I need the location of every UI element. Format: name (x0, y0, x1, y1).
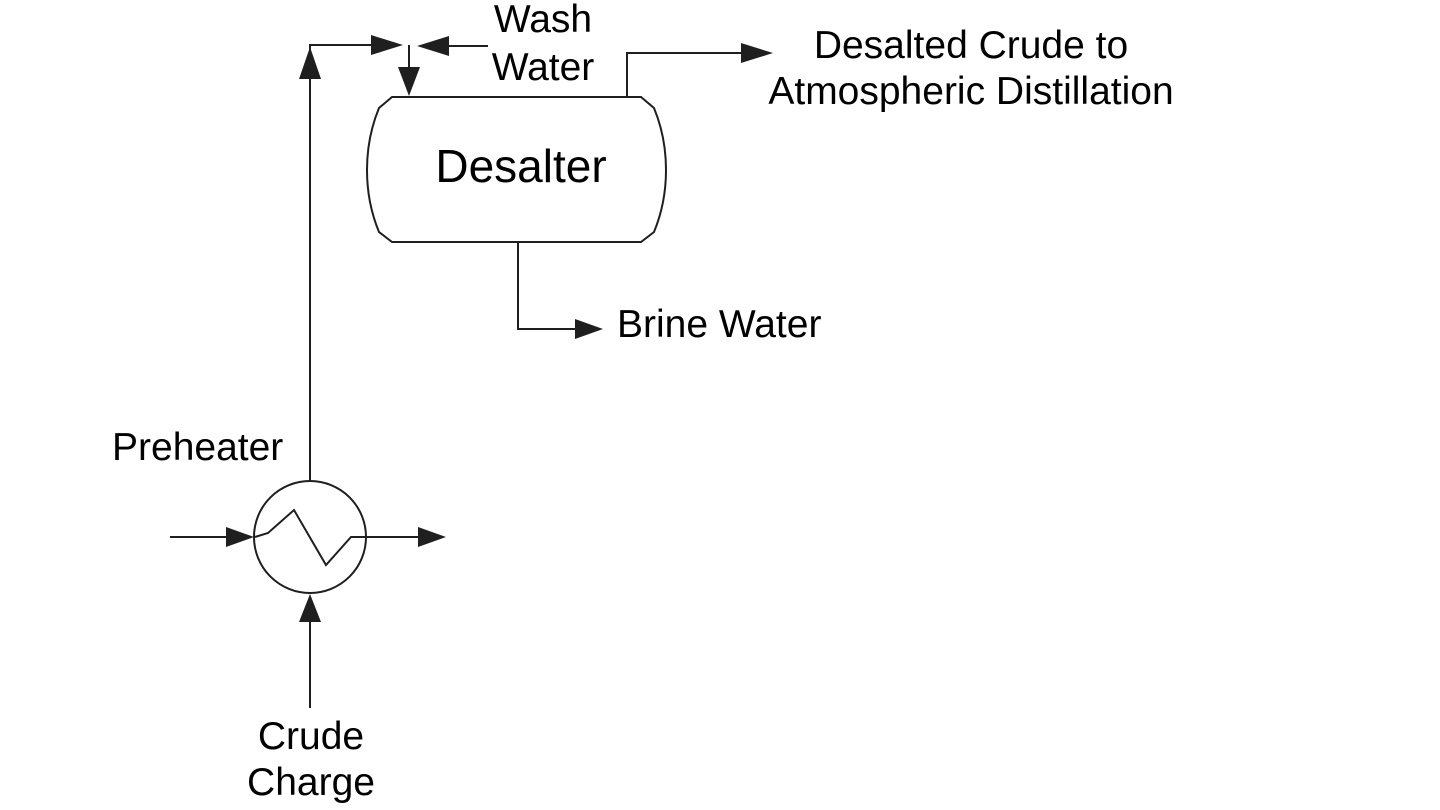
desalted-crude-arrowhead (741, 43, 773, 63)
preheater-symbol (253, 480, 367, 594)
wash-water-label: Wash Water (491, 0, 595, 89)
crude-riser-arrowhead (299, 47, 321, 79)
heat-exchanger-coil (254, 508, 365, 567)
crude-charge-label: Crude Charge (247, 715, 375, 804)
desalter-label: Desalter (435, 140, 607, 192)
crude-charge-arrowhead (299, 594, 321, 622)
wash-water-arrowhead (417, 36, 449, 56)
desalter-vessel (365, 96, 668, 243)
brine-line (517, 243, 575, 330)
desalted-crude-line (626, 52, 741, 97)
preheater-label: Preheater (112, 426, 284, 469)
crude-feed-arrowhead (371, 35, 403, 55)
brine-arrowhead (575, 319, 603, 339)
brine-water-label: Brine Water (617, 303, 822, 346)
preheater-inlet-arrowhead (226, 527, 254, 547)
desalted-crude-label: Desalted Crude to Atmospheric Distillati… (768, 24, 1174, 113)
combined-feed-arrowhead (398, 67, 420, 96)
preheater-outlet-arrowhead (418, 527, 446, 547)
crude-riser-line (309, 44, 371, 481)
